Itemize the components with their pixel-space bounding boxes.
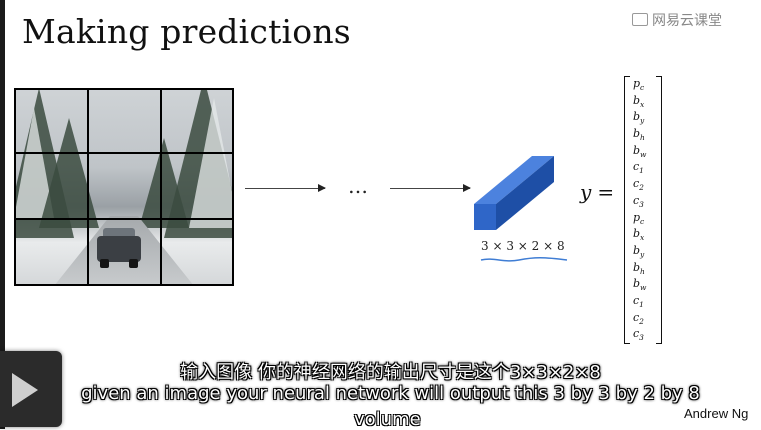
vector-entry-subscript: 1 xyxy=(639,166,644,176)
y-symbol: y xyxy=(580,180,592,204)
watermark: 网易云课堂 xyxy=(632,10,722,30)
arrow-2 xyxy=(390,184,471,192)
car-wheel xyxy=(100,259,109,268)
vector-entry-subscript: h xyxy=(640,266,645,276)
vector-entry-subscript: 1 xyxy=(639,300,644,310)
grid-line xyxy=(14,218,234,220)
vector-entry-base: c xyxy=(633,293,640,307)
equals-sign: = xyxy=(597,180,615,204)
vector-entry: c1 xyxy=(633,159,659,176)
car-wheel xyxy=(129,259,138,268)
input-image xyxy=(14,88,234,286)
play-icon xyxy=(12,373,38,407)
subtitle-english-line2: volume xyxy=(354,409,421,430)
vector-entry: bx xyxy=(633,93,659,110)
block-side-face xyxy=(496,156,554,230)
car-body xyxy=(97,236,141,262)
vector-entry-base: b xyxy=(633,143,641,157)
vector-entry: c2 xyxy=(633,176,659,193)
car xyxy=(97,226,141,270)
vector-entry-base: b xyxy=(633,110,641,124)
vector-entry: pc xyxy=(633,210,659,227)
vector-entry-subscript: h xyxy=(640,133,645,143)
grid-border xyxy=(14,88,234,286)
left-edge-bar xyxy=(0,0,5,429)
vector-entry: c2 xyxy=(633,310,659,327)
vector-entry-base: b xyxy=(633,127,641,141)
vector-entry-base: b xyxy=(633,227,641,241)
vector-entry-base: b xyxy=(633,243,641,257)
vector-entry: bw xyxy=(633,143,659,160)
credit-label: Andrew Ng xyxy=(684,406,749,421)
vector-entry: bw xyxy=(633,276,659,293)
vector-entry-base: b xyxy=(633,277,641,291)
vector-entry-subscript: x xyxy=(640,233,645,243)
y-equals: y= xyxy=(580,180,614,204)
block-front-face xyxy=(474,204,496,230)
play-button[interactable] xyxy=(0,351,62,427)
watermark-icon xyxy=(632,13,648,26)
vector-entry-subscript: 2 xyxy=(639,183,644,193)
ellipsis: … xyxy=(348,174,368,198)
vector-entry-base: b xyxy=(633,93,641,107)
vector-entry: c1 xyxy=(633,293,659,310)
vector-entry-base: c xyxy=(633,193,640,207)
vector-entry-subscript: x xyxy=(640,99,645,109)
vector-entry-base: c xyxy=(633,310,640,324)
vector-entry: bh xyxy=(633,126,659,143)
grid-line xyxy=(14,152,234,154)
arrow-1 xyxy=(245,184,326,192)
vector-entry: by xyxy=(633,109,659,126)
subtitle-english: given an image your neural network will … xyxy=(81,383,700,404)
vector-entry-subscript: 3 xyxy=(639,200,644,209)
block-top-face xyxy=(474,156,554,204)
vector-entry: bh xyxy=(633,260,659,277)
output-dims-label: 3 × 3 × 2 × 8 xyxy=(481,239,565,253)
vector-entry-subscript: 2 xyxy=(639,316,644,326)
slide-title: Making predictions xyxy=(22,12,351,51)
vector-entry: bx xyxy=(633,226,659,243)
vector-entry-subscript: 3 xyxy=(639,333,644,343)
grid-line xyxy=(160,88,162,286)
vector-entry-base: p xyxy=(633,77,641,90)
output-volume-block xyxy=(474,156,554,230)
vector-entry: c3 xyxy=(633,193,659,210)
subtitle-chinese: 输入图像 你的神经网络的输出尺寸是这个3×3×2×8 xyxy=(180,362,601,383)
vector-entry-base: c xyxy=(633,160,640,174)
vector-entry-subscript: c xyxy=(640,83,645,93)
vector-entry-subscript: y xyxy=(640,116,645,126)
vector-entry-subscript: w xyxy=(640,283,647,293)
vector-entry: pc xyxy=(633,76,659,93)
vector-entry: c3 xyxy=(633,326,659,343)
vector-bracket-right xyxy=(656,76,662,344)
vector-entry-base: c xyxy=(633,327,640,341)
grid-line xyxy=(87,88,89,286)
vector-entry-subscript: y xyxy=(640,250,645,260)
watermark-text: 网易云课堂 xyxy=(652,13,722,29)
vector-entry-base: p xyxy=(633,210,641,224)
vector-bracket-left xyxy=(624,76,630,344)
handwritten-underline xyxy=(480,257,568,262)
vector-entry-subscript: w xyxy=(640,149,647,159)
vector-entry-base: b xyxy=(633,260,641,274)
car-window xyxy=(103,228,135,239)
vector-entry: by xyxy=(633,243,659,260)
vector-entry-subscript: c xyxy=(640,216,645,226)
vector-entry-base: c xyxy=(633,177,640,191)
